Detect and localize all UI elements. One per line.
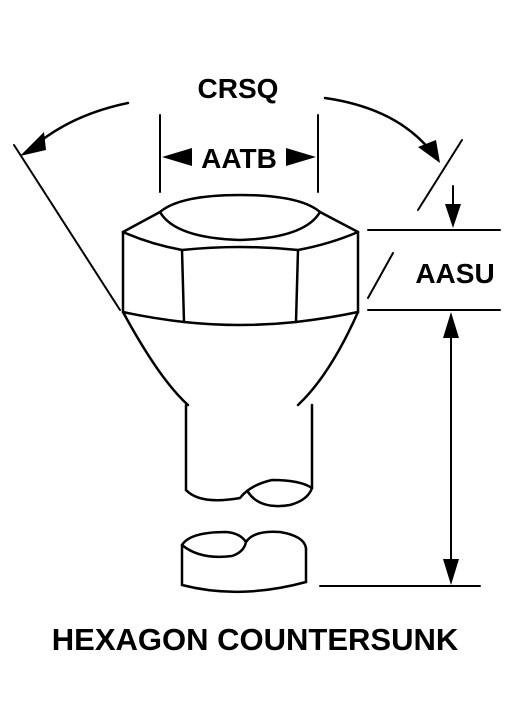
angle-arc-right <box>323 96 432 152</box>
hex-head-top-chamfer <box>158 210 322 242</box>
angle-arrowhead-left <box>20 132 46 156</box>
head-height-label: AASU <box>415 258 494 289</box>
length-dimension <box>319 312 481 587</box>
shank-break-line-upper <box>184 478 314 502</box>
hex-head-upper-edge <box>121 230 360 252</box>
length-arrowhead-top <box>443 312 459 338</box>
angle-arrowhead-right <box>418 140 440 163</box>
countersunk-cone <box>121 310 360 407</box>
caption: HEXAGON COUNTERSUNK <box>52 622 459 657</box>
head-angle-tick <box>367 252 394 299</box>
shank-break-swirl-upper <box>246 486 314 508</box>
cone-left-side <box>121 310 190 407</box>
angle-label: CRSQ <box>198 73 279 104</box>
width-dimension: AATB <box>159 114 319 193</box>
width-arrowhead-right <box>286 148 316 166</box>
angle-extension-line-right <box>417 139 463 211</box>
shank-break-swirl-lower <box>180 540 248 559</box>
width-arrowhead-left <box>162 148 192 166</box>
hex-head-flat-left <box>180 248 186 324</box>
cone-right-side <box>296 310 360 407</box>
shank-lower <box>180 530 308 594</box>
head-height-arrowhead-top <box>445 204 461 228</box>
hex-head-flat-right <box>294 248 300 324</box>
shank-upper <box>184 403 314 508</box>
hex-head-bottom-edge <box>121 310 360 327</box>
angle-dimension: CRSQ <box>13 73 463 311</box>
angle-extension-line-left <box>13 144 121 311</box>
width-label: AATB <box>201 143 277 174</box>
angle-arc-left <box>30 101 130 150</box>
shank-end <box>180 580 308 594</box>
hex-head <box>121 193 360 327</box>
hex-head-top-face <box>121 193 360 234</box>
head-height-dimension: AASU <box>367 185 501 311</box>
length-arrowhead-bottom <box>443 559 459 585</box>
